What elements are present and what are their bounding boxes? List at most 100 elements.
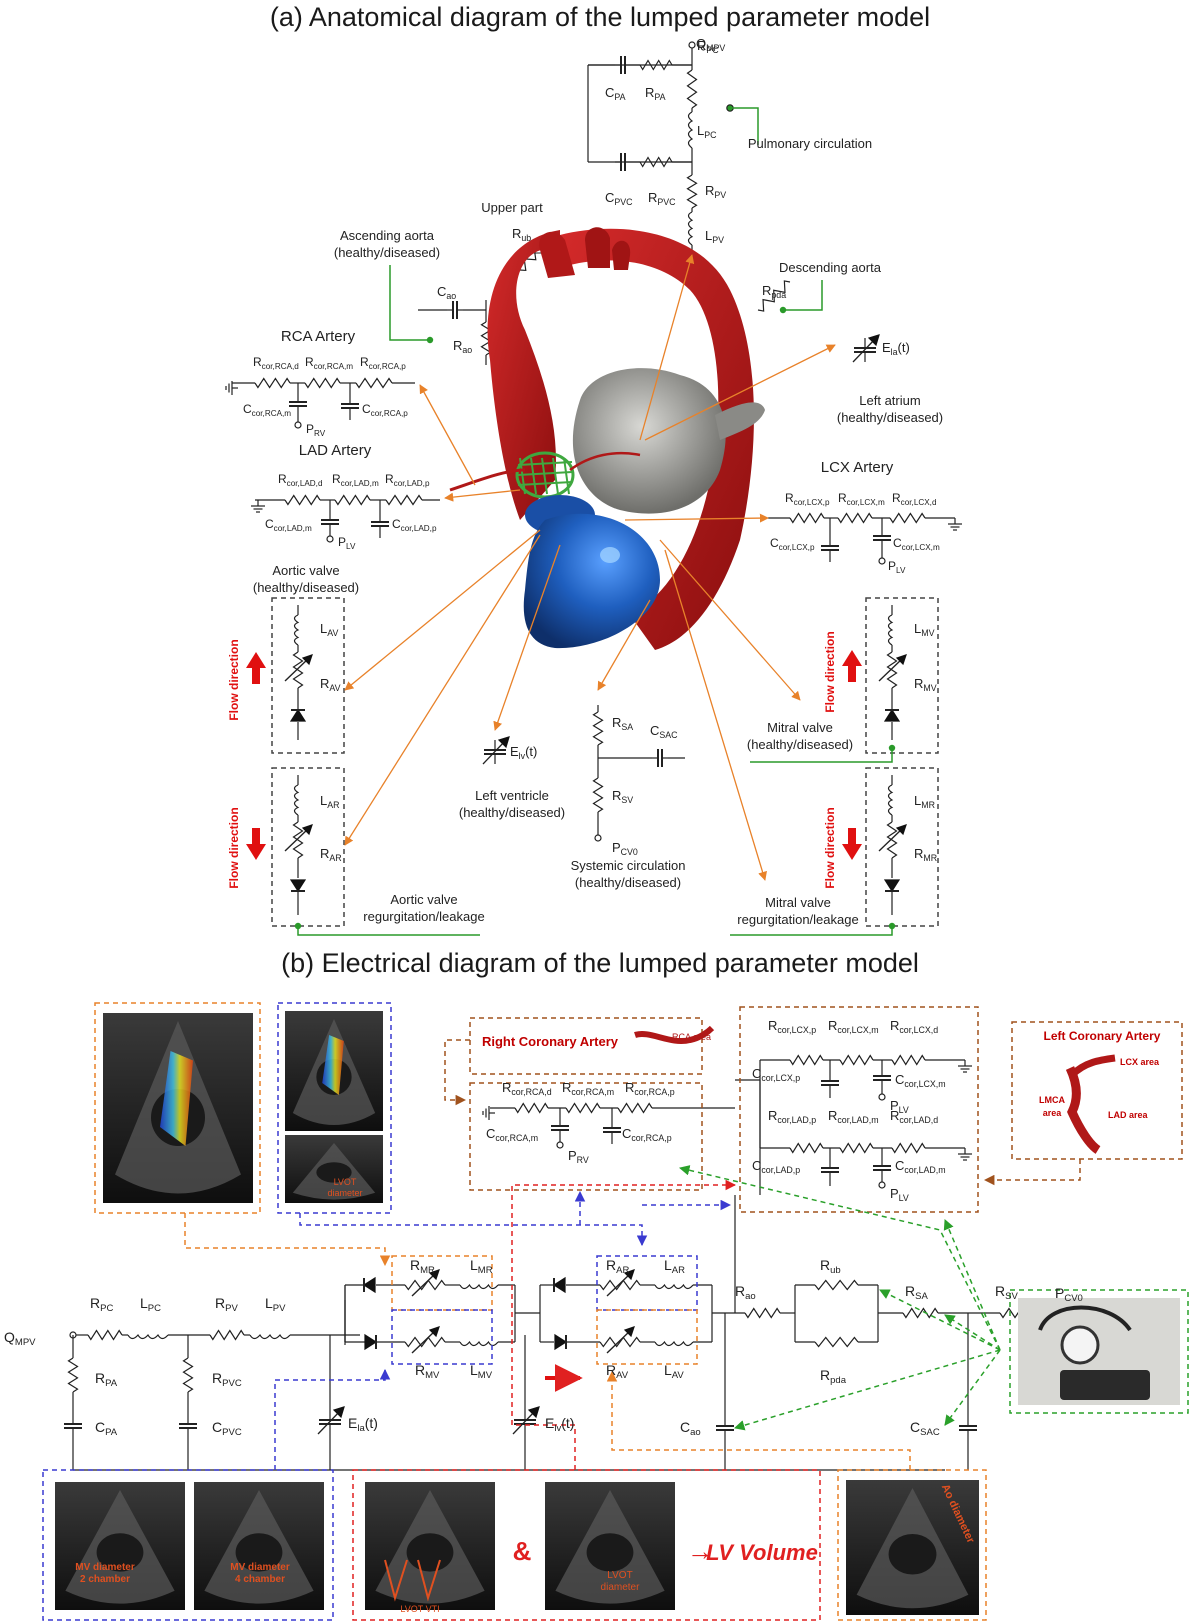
aortic-regurg-callout-line xyxy=(297,926,480,936)
text-descending-aorta: Descending aorta xyxy=(779,260,882,275)
label-r-lcx-p: Rcor,LCX,p xyxy=(768,1018,816,1035)
label-p-lv: PLV xyxy=(890,1186,909,1203)
lad-rd-resistor-b xyxy=(891,1142,926,1154)
c-pvc-capacitor-a xyxy=(615,153,631,171)
label-r-pvc: RPVC xyxy=(212,1370,242,1389)
c-sac-capacitor-b xyxy=(959,1420,977,1436)
label-c-pvc: CPVC xyxy=(605,190,633,207)
l-mv-inductor-a xyxy=(887,614,894,646)
rca-vessel xyxy=(449,468,526,492)
left-ventricle-shape xyxy=(523,513,660,649)
label-r-sv: RSV xyxy=(995,1283,1018,1302)
lad-rm-resistor-a xyxy=(334,494,371,506)
label-c-pa: CPA xyxy=(605,85,626,102)
bp-to-csac-arrow xyxy=(944,1349,1001,1426)
label-r-lcx-m: Rcor,LCX,m xyxy=(838,491,885,507)
mr-diode-b xyxy=(362,1276,376,1294)
aortic-valve-box-a xyxy=(271,597,345,754)
label-q-mpv-b: QMPV xyxy=(4,1329,36,1348)
arrow-av xyxy=(344,529,541,691)
pulmonary-callout-line xyxy=(730,107,759,145)
av-diode-b xyxy=(554,1333,568,1351)
lcx-rp-resistor-b xyxy=(789,1054,824,1066)
arrow-systemic xyxy=(597,599,651,691)
label-c-rca-m: Ccor,RCA,m xyxy=(486,1126,538,1143)
rca-cm-capacitor-a xyxy=(289,396,307,412)
ao-diameter-arrow xyxy=(606,1370,911,1470)
label-l-pc: LPC xyxy=(140,1295,161,1314)
label-r-rca-p: Rcor,RCA,p xyxy=(625,1080,675,1097)
l-pv-inductor-a xyxy=(687,211,694,246)
text-lvot-diameter-1: LVOT xyxy=(334,1177,357,1187)
label-r-mv: RMV xyxy=(415,1362,440,1381)
arrow-lv xyxy=(493,544,561,731)
label-c-lad-m: Ccor,LAD,m xyxy=(265,517,312,533)
bp-tube xyxy=(1038,1305,1132,1332)
label-r-lad-p: Rcor,LAD,p xyxy=(768,1108,816,1125)
label-r-pv: RPV xyxy=(215,1295,238,1314)
label-r-lcx-m: Rcor,LCX,m xyxy=(828,1018,879,1035)
text-lvot-vti: LVOT VTI xyxy=(400,1604,439,1614)
label-l-mr: LMR xyxy=(914,793,935,810)
left-atrium-shape xyxy=(572,368,726,514)
label-r-rca-m: Rcor,RCA,m xyxy=(562,1080,614,1097)
p-rv-terminal-a xyxy=(294,421,302,429)
av-highlight-box xyxy=(596,1309,698,1365)
lcx-cm-capacitor-b xyxy=(873,1070,891,1086)
label-r-ar: RAR xyxy=(320,846,342,863)
bp-gauge xyxy=(1060,1325,1100,1365)
label-r-rca-d: Rcor,RCA,d xyxy=(502,1080,552,1097)
brachiocephalic-branch xyxy=(539,231,575,278)
lcx-rm-resistor-a xyxy=(837,512,873,524)
label-p-rv: PRV xyxy=(306,422,326,438)
flow-arrow-down-mr xyxy=(842,828,862,860)
label-r-lad-d: Rcor,LAD,d xyxy=(890,1108,938,1125)
l-pc-inductor-a xyxy=(687,111,694,149)
arrow-la-to-ela xyxy=(644,344,836,441)
label-c-lad-m: Ccor,LAD,m xyxy=(895,1158,946,1175)
label-r-lcx-p: Rcor,LCX,p xyxy=(785,491,830,507)
text-systemic-2: (healthy/diseased) xyxy=(575,875,681,890)
label-r-ub: Rub xyxy=(512,226,531,243)
text-lcx-artery: LCX Artery xyxy=(821,459,894,476)
mitral-valve-box-a xyxy=(865,597,939,754)
bp-to-lca-arrow xyxy=(943,1219,1001,1351)
l-ar-inductor-b xyxy=(654,1283,694,1290)
label-e-la: Ela(t) xyxy=(348,1415,378,1434)
lcx-vessel-icon xyxy=(1069,1054,1116,1078)
r-pda-resistor-b xyxy=(814,1336,859,1348)
lcx-rd-resistor-b xyxy=(891,1054,926,1066)
label-c-lcx-m: Ccor,LCX,m xyxy=(895,1072,946,1089)
r-mv-variable-arrow-b xyxy=(411,1326,440,1354)
label-c-ao: Cao xyxy=(437,284,456,301)
ventricle-highlight xyxy=(600,547,620,563)
rca-cp-capacitor-b xyxy=(603,1122,621,1138)
rca-ground-a xyxy=(225,381,238,395)
text-lv-volume: LV Volume xyxy=(706,1540,818,1565)
l-ar-inductor-a xyxy=(293,784,300,816)
label-r-pc: RPC xyxy=(90,1295,113,1314)
label-p-rv: PRV xyxy=(568,1148,589,1165)
lcx-rd-resistor-a xyxy=(889,512,926,524)
r-pa-resistor-a xyxy=(639,59,673,71)
text-lcx-area: LCX area xyxy=(1120,1057,1160,1067)
r-av-variable-arrow-b xyxy=(606,1326,635,1354)
lcx-rp-resistor-a xyxy=(789,512,825,524)
text-right-coronary: Right Coronary Artery xyxy=(482,1034,619,1049)
label-r-av: RAV xyxy=(606,1362,629,1381)
arrow-mv xyxy=(659,539,801,701)
label-l-pv: LPV xyxy=(705,228,724,245)
label-r-lad-d: Rcor,LAD,d xyxy=(278,472,323,488)
ao-diameter-echo-image xyxy=(846,1480,979,1615)
label-r-sa: RSA xyxy=(905,1283,928,1302)
r-ar-resistor-b xyxy=(599,1279,641,1291)
r-sv-resistor-a xyxy=(592,777,604,813)
e-lv-elastance-a xyxy=(482,736,510,765)
ao-diameter-box xyxy=(837,1469,987,1621)
lcx-cp-capacitor-b xyxy=(821,1075,839,1091)
rca-rd-resistor-a xyxy=(254,377,291,389)
lcx-vessel xyxy=(569,451,641,472)
ar-highlight-box xyxy=(596,1255,698,1311)
